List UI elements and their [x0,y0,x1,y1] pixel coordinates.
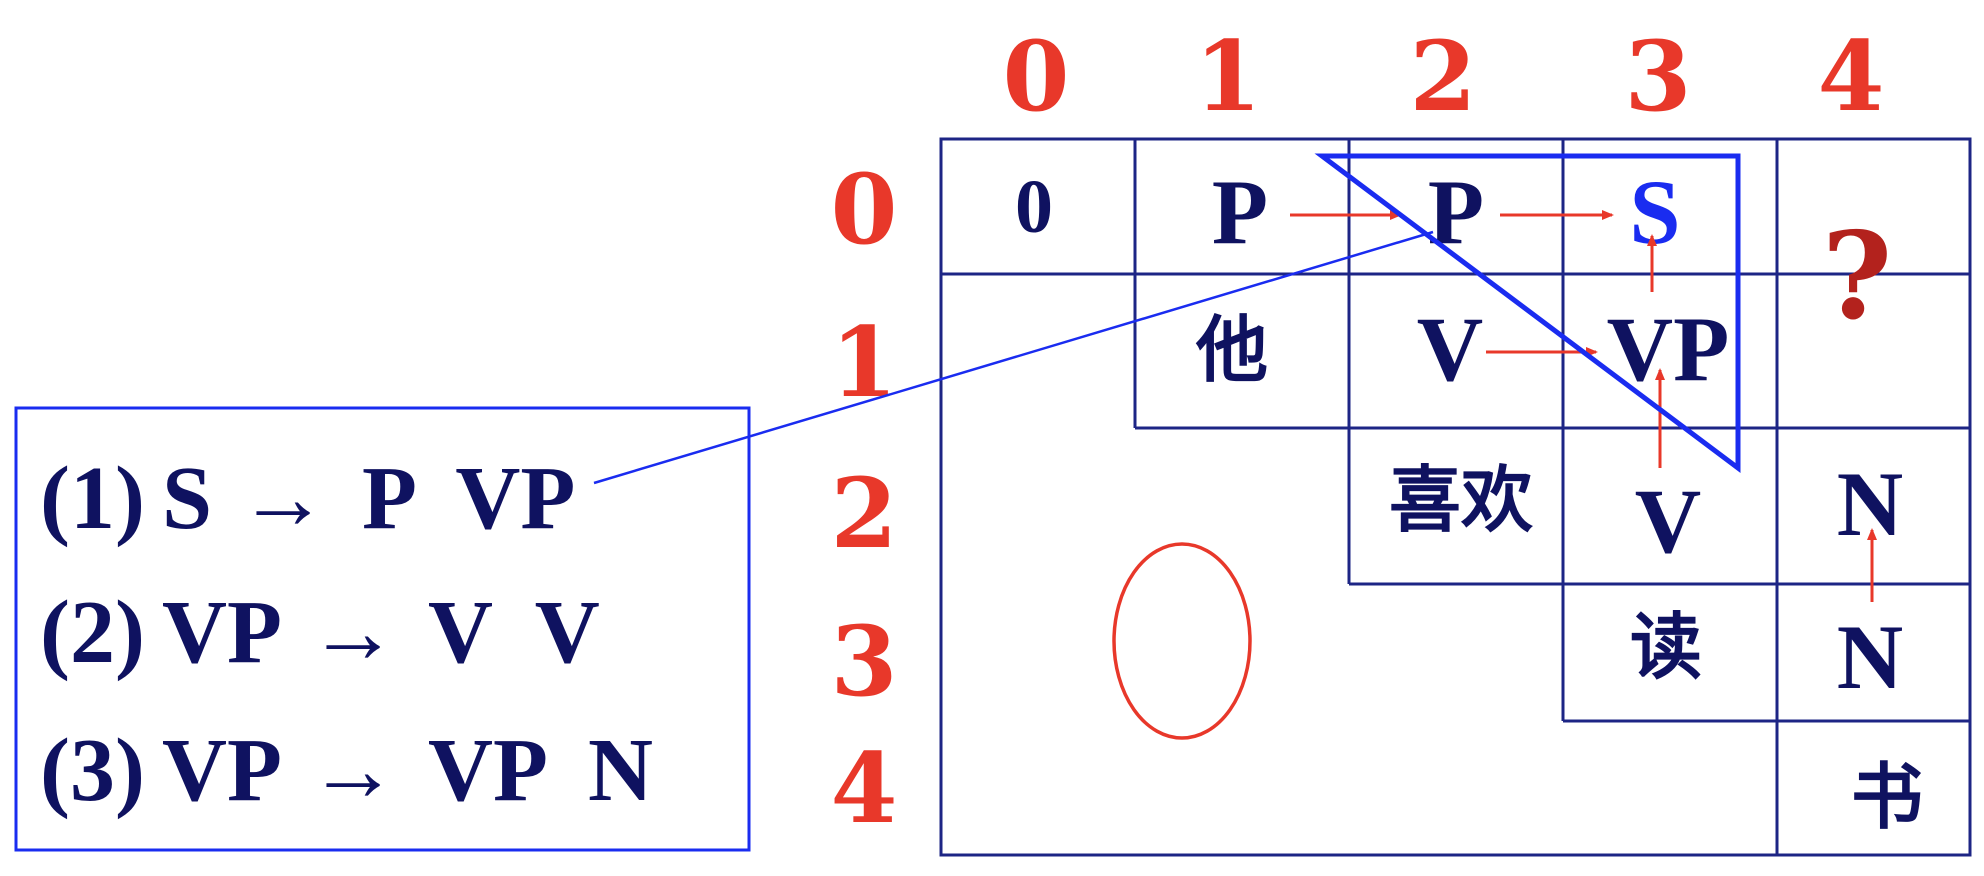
word-xihuan: 喜欢 [1389,457,1533,542]
empty-region-ellipse [1112,542,1252,740]
column-index-3: 3 [1625,20,1692,133]
cell-1-2: V [1417,298,1483,400]
rule-arrow: → [308,583,398,682]
word-du: 读 [1630,604,1702,689]
column-index-2: 2 [1410,20,1477,133]
grammar-rules: (1) S → P VP (2) VP → V V (3) VP → VP N [40,449,653,820]
cell-3-4: N [1837,606,1903,708]
cell-0-1: P [1212,161,1268,263]
cell-0-2: P [1428,161,1484,263]
highlight-triangle [1314,153,1741,473]
rule-rhs: V V [428,583,600,682]
row-index-1: 1 [831,306,898,419]
rule-lhs: VP [162,721,282,820]
column-index-4: 4 [1818,20,1885,133]
grid-outer-border [939,137,1972,857]
rule-number: (2) [40,583,145,682]
rule-arrow: → [238,449,328,548]
rule-arrow: → [308,721,398,820]
cell-2-4: N [1837,453,1903,555]
rule-number: (3) [40,721,145,820]
word-ta: 他 [1195,307,1268,392]
chart-cells: 0 P P S ? 他 V VP 喜欢 V N 读 N 书 [1015,161,1923,839]
rule-rhs: P VP [362,449,575,548]
row-index-4: 4 [831,732,898,845]
word-shu: 书 [1851,754,1923,839]
chart-grid [939,137,1972,857]
grammar-rule-2: (2) VP → V V [40,583,600,682]
column-index-0: 0 [1003,20,1070,133]
grammar-rules-box [14,406,751,852]
row-index-2: 2 [831,457,898,570]
rule-lhs: S [162,449,212,548]
column-indices: 0 1 2 3 4 [1003,20,1885,133]
column-index-1: 1 [1195,20,1262,133]
cell-0-0: 0 [1015,165,1053,249]
cell-0-3: S [1629,161,1680,263]
rule-rhs: VP N [428,721,653,820]
cell-2-3: V [1635,470,1701,572]
row-index-0: 0 [831,153,898,266]
rule-lhs: VP [162,583,282,682]
row-indices: 0 1 2 3 4 [831,153,898,845]
rule-number: (1) [40,449,145,548]
grammar-rule-1: (1) S → P VP [40,449,575,548]
grammar-rule-3: (3) VP → VP N [40,721,653,820]
unknown-cell-mark: ? [1822,206,1892,347]
rule-connector-line [593,230,1434,485]
row-index-3: 3 [831,605,898,718]
derivation-arrows [1290,210,1877,602]
